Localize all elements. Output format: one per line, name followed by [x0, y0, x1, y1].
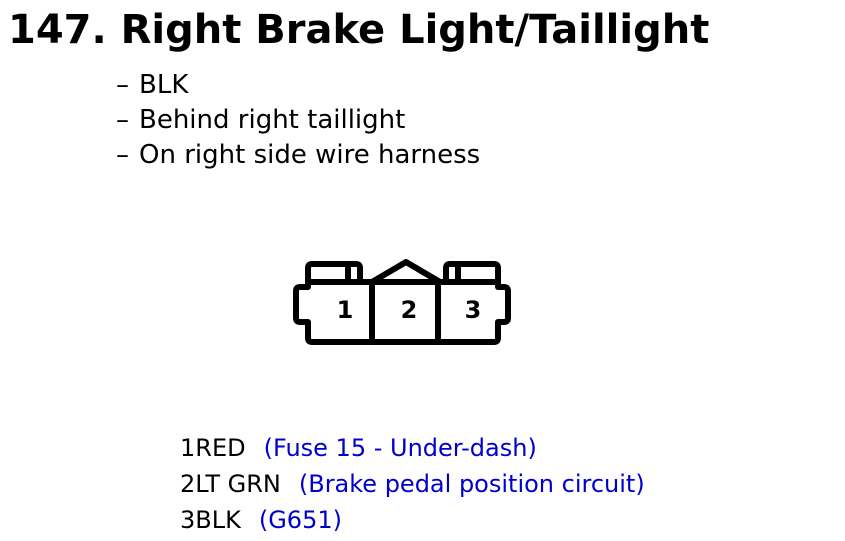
- connector-body: [293, 259, 511, 345]
- location-notes: –BLK –Behind right taillight –On right s…: [116, 68, 480, 173]
- note-dash: –: [116, 70, 129, 100]
- note-dash: –: [116, 105, 129, 135]
- pinout-list: 1RED (Fuse 15 - Under-dash) 2LT GRN (Brake…: [180, 430, 645, 538]
- note-location: –Behind right taillight: [116, 103, 480, 138]
- note-text: Behind right taillight: [139, 105, 406, 135]
- note-dash: –: [116, 140, 129, 170]
- note-harness: –On right side wire harness: [116, 138, 480, 173]
- pin-row: 3BLK (G651): [180, 502, 645, 538]
- pin-description: (Fuse 15 - Under-dash): [263, 434, 537, 462]
- pin-wire-color: 3BLK: [180, 506, 241, 534]
- pin-1-label: 1: [337, 296, 354, 324]
- pin-2-label: 2: [401, 296, 418, 324]
- pin-wire-color: 2LT GRN: [180, 470, 281, 498]
- pin-description: (Brake pedal position circuit): [298, 470, 645, 498]
- pin-3-label: 3: [465, 296, 482, 324]
- pin-description: (G651): [258, 506, 342, 534]
- page-title: 147. Right Brake Light/Taillight: [8, 7, 710, 53]
- pin-row: 2LT GRN (Brake pedal position circuit): [180, 466, 645, 502]
- connector-diagram: 1 2 3: [293, 259, 511, 345]
- pin-row: 1RED (Fuse 15 - Under-dash): [180, 430, 645, 466]
- note-text: On right side wire harness: [139, 140, 481, 170]
- pin-wire-color: 1RED: [180, 434, 246, 462]
- note-connector-color: –BLK: [116, 68, 480, 103]
- note-text: BLK: [139, 70, 189, 100]
